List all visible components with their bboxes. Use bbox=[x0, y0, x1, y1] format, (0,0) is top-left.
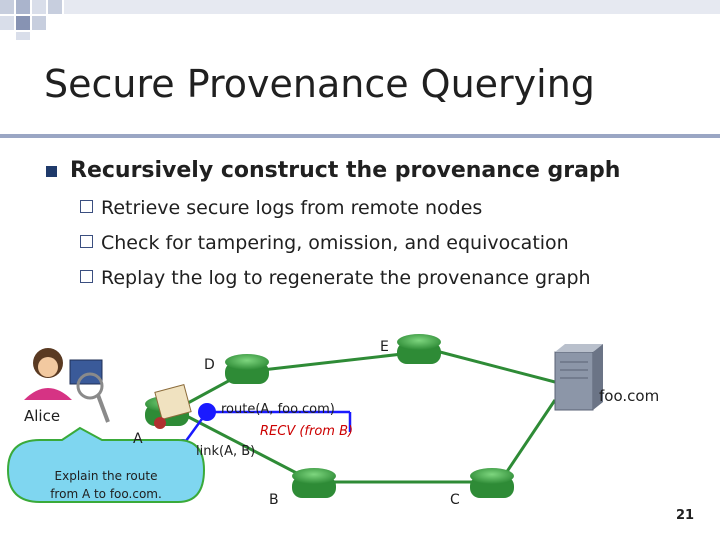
checkbox-bullet-icon bbox=[80, 270, 93, 283]
callout-bubble bbox=[6, 426, 206, 503]
slide-number: 21 bbox=[676, 508, 695, 523]
router-e-icon bbox=[397, 334, 441, 364]
alice-user-icon bbox=[24, 348, 110, 423]
sub-bullet: Retrieve secure logs from remote nodes bbox=[80, 197, 482, 219]
router-c-icon bbox=[470, 468, 514, 498]
server-icon bbox=[554, 344, 603, 411]
log-scroll-icon bbox=[154, 383, 192, 429]
link-arrow-line bbox=[181, 411, 209, 446]
bullet-square-icon bbox=[46, 166, 57, 177]
sub-bullet-text: Replay the log to regenerate the provena… bbox=[101, 267, 591, 289]
server-label: foo.com bbox=[599, 387, 659, 405]
header-decoration bbox=[0, 0, 720, 40]
node-label-c: C bbox=[450, 492, 460, 508]
recv-tuple-label: RECV (from B) bbox=[260, 424, 353, 439]
node-label-e: E bbox=[380, 339, 389, 355]
sub-bullet: Replay the log to regenerate the provena… bbox=[80, 267, 591, 289]
node-label-a: A bbox=[133, 431, 143, 447]
alice-label: Alice bbox=[24, 407, 60, 425]
main-bullet: Recursively construct the provenance gra… bbox=[70, 158, 621, 183]
network-diagram: D E A B C Alice foo.com route(A, foo.com… bbox=[6, 334, 659, 508]
slide-title: Secure Provenance Querying bbox=[44, 62, 595, 106]
node-label-b: B bbox=[269, 492, 279, 508]
node-label-d: D bbox=[204, 357, 215, 373]
checkbox-bullet-icon bbox=[80, 200, 93, 213]
checkbox-bullet-icon bbox=[80, 235, 93, 248]
router-b-icon bbox=[292, 468, 336, 498]
callout-text-line: Explain the route bbox=[55, 469, 158, 483]
link-tuple-label: link(A, B) bbox=[196, 444, 255, 459]
sub-bullet-text: Check for tampering, omission, and equiv… bbox=[101, 232, 569, 254]
sub-bullet: Check for tampering, omission, and equiv… bbox=[80, 232, 569, 254]
route-tuple-label: route(A, foo.com) bbox=[221, 402, 335, 417]
sub-bullet-text: Retrieve secure logs from remote nodes bbox=[101, 197, 483, 219]
title-divider bbox=[0, 134, 720, 138]
callout-text-line: from A to foo.com. bbox=[50, 487, 162, 501]
router-d-icon bbox=[225, 354, 269, 384]
